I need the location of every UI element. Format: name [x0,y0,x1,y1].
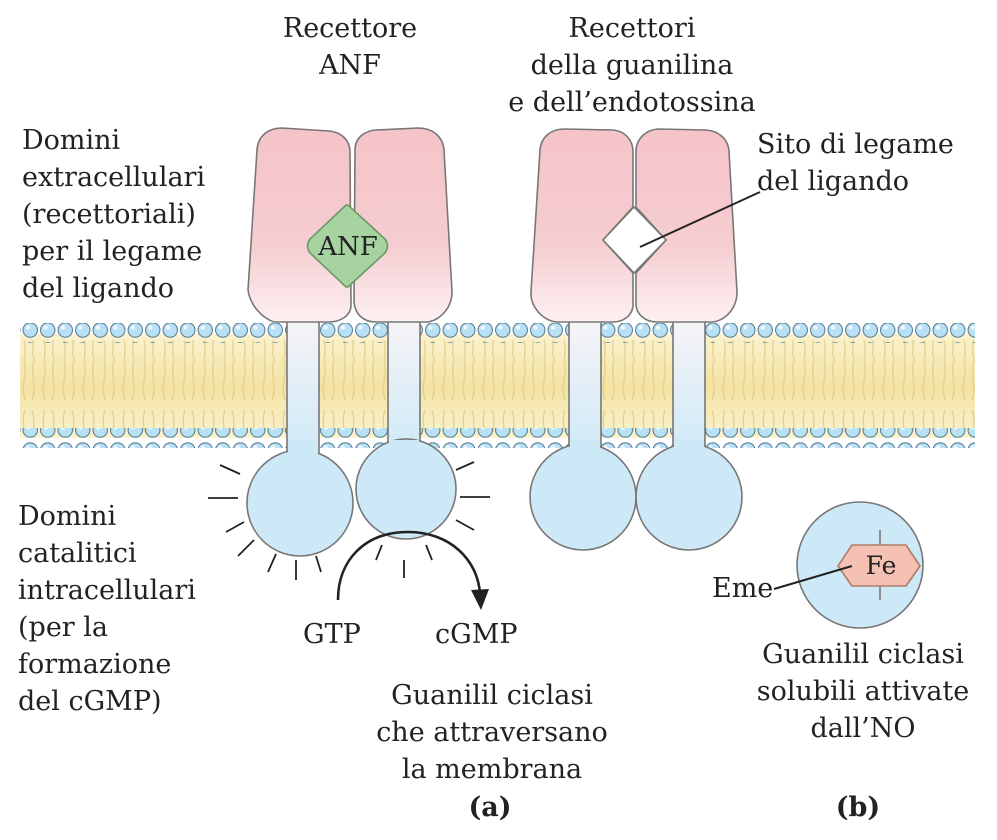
panel-a-label: (a) [468,792,512,823]
anf-receptor-label: Recettore ANF [270,10,430,84]
anf-receptor-left-subunit [246,127,354,557]
membrane-cyclases-label: Guanilil ciclasi che attraversano la mem… [352,677,632,788]
guanylin-receptors-label: Recettori della guanilina e dell’endotos… [500,10,764,121]
guanylin-receptors-label-line: della guanilina [530,50,734,81]
anf-ligand [306,204,389,288]
extracellular-domains-label-line: (recettoriali) [22,199,196,230]
catalytic-domains-label-line: catalitici [18,538,137,569]
cgmp-label: cGMP [435,619,518,650]
anf-receptor-label-line: ANF [319,50,381,81]
catalytic-domains-label: Domini catalitici intracellulari (per la… [18,498,196,720]
gtp-to-cgmp-arrow [336,530,489,610]
extracellular-domains-label-line: Domini [22,125,121,156]
activity-rays-left [208,464,322,580]
catalytic-domains-label-line: del cGMP) [18,686,162,717]
iron-label: Fe [866,551,897,580]
ligand-binding-site [601,205,668,275]
catalytic-domains-label-line: Domini [18,501,117,532]
binding-site-label-line: Sito di legame [757,129,954,160]
heme-label: Eme [712,573,774,604]
extracellular-domains-label-line: del ligando [22,273,175,304]
panel-b-label: (b) [835,792,881,823]
membrane-cyclases-label-line: che attraversano [376,717,608,748]
soluble-cyclases-label-line: solubili attivate [756,676,970,707]
gtp-label: GTP [303,619,361,650]
anf-ligand-label: ANF [317,232,378,262]
guanylin-receptor-left-subunit [529,128,637,551]
anf-receptor-label-line: Recettore [282,13,418,44]
catalytic-domains-label-line: formazione [18,649,172,680]
extracellular-domains-label-line: per il legame [22,236,203,267]
catalytic-domains-label-line: (per la [18,612,109,643]
extracellular-domains-label-line: extracellulari [22,162,206,193]
guanylin-receptors-label-line: Recettori [568,13,696,44]
anf-receptor-right-subunit [353,127,457,540]
catalytic-domains-label-line: intracellulari [18,575,196,606]
soluble-cyclases-label: Guanilil ciclasi solubili attivate dall’… [738,636,988,747]
binding-site-pointer [639,191,761,248]
membrane-cyclases-label-line: la membrana [401,754,583,785]
guanylin-receptors-label-line: e dell’endotossina [508,87,756,118]
soluble-cyclases-label-line: Guanilil ciclasi [762,639,964,670]
heme-pointer [773,565,853,590]
heme-group [837,544,921,587]
activity-rays-right [375,461,490,578]
membrane-cyclases-label-line: Guanilil ciclasi [391,680,593,711]
soluble-cyclases-label-line: dall’NO [810,713,916,744]
binding-site-label-line: del ligando [757,166,910,197]
extracellular-domains-label: Domini extracellulari (recettoriali) per… [22,122,205,307]
lipid-bilayer [20,323,975,448]
binding-site-label: Sito di legame del ligando [757,126,954,200]
